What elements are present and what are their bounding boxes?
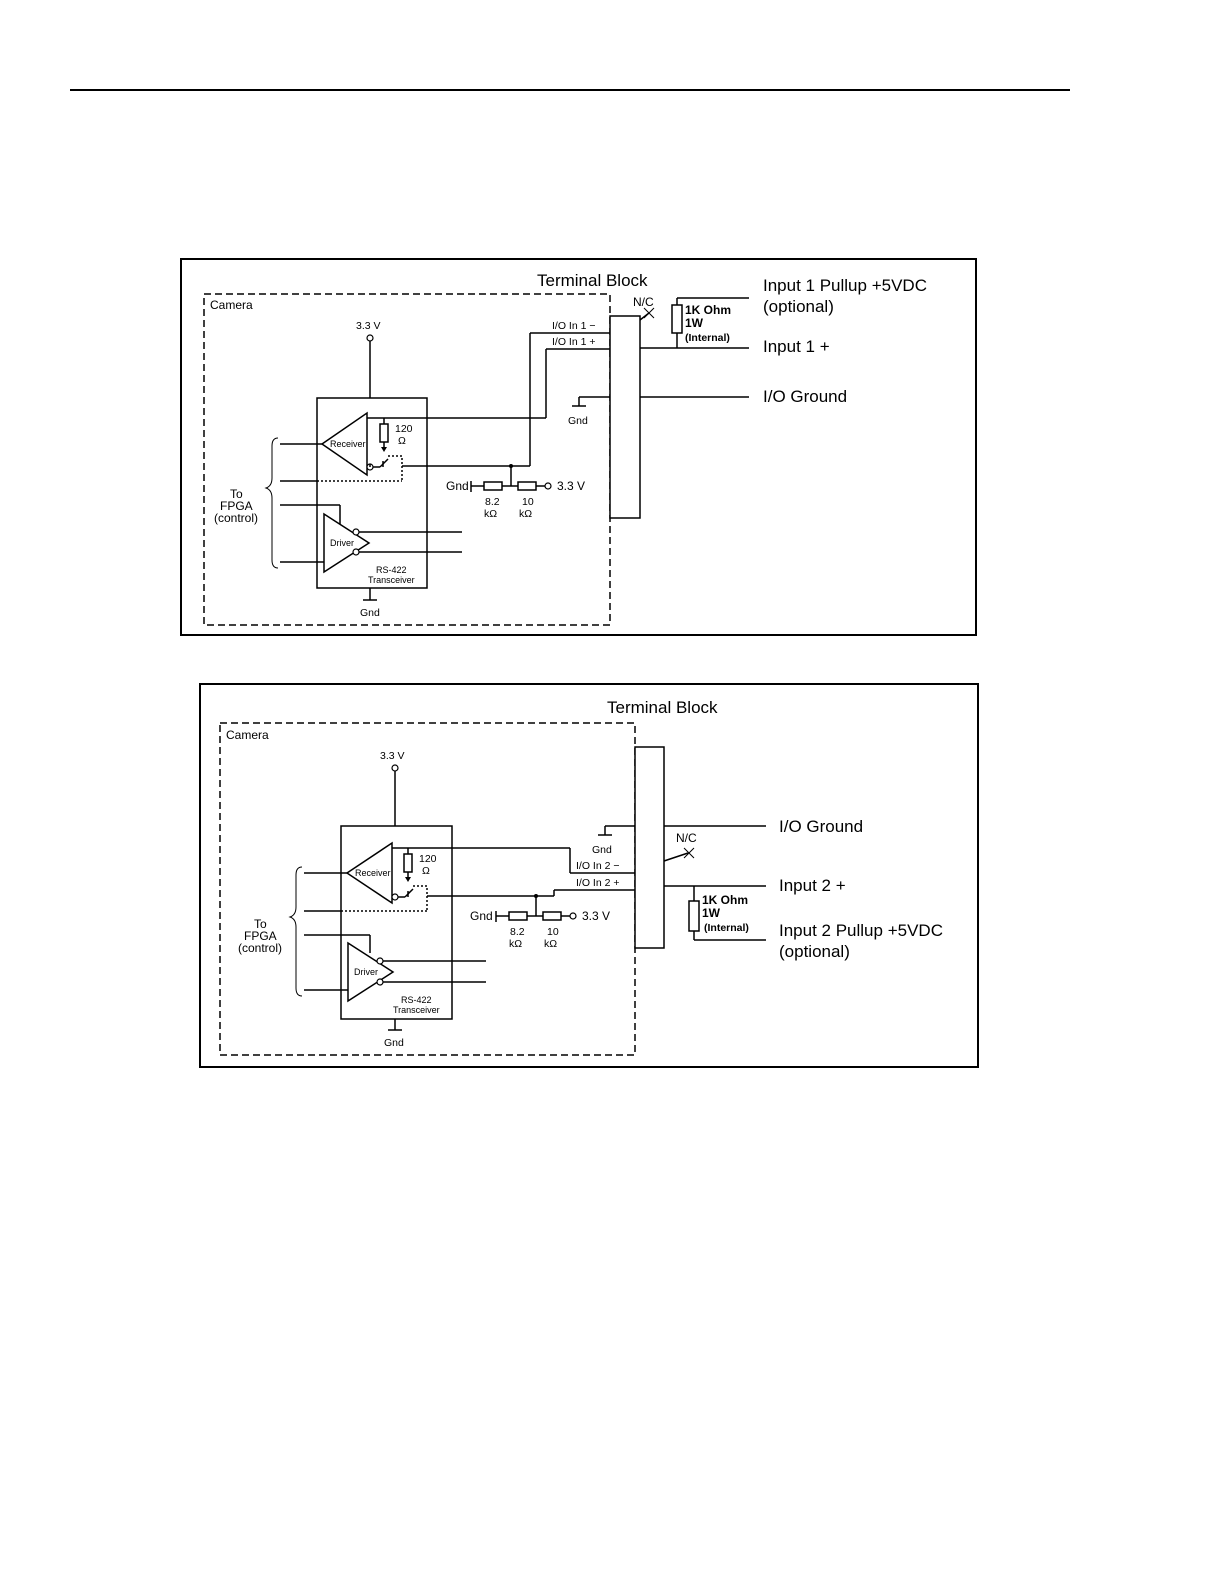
- to-label: To: [230, 487, 243, 501]
- gnd-bias-label: Gnd: [446, 479, 469, 493]
- input-plus-label: Input 1 +: [763, 337, 830, 356]
- transceiver-label-1: RS-422: [376, 565, 407, 575]
- arrow-down-icon: [381, 447, 387, 452]
- input-pullup-label: Input 1 Pullup +5VDC: [763, 276, 927, 295]
- r10-unit: kΩ: [544, 938, 557, 950]
- terminal-block-label: Terminal Block: [537, 271, 648, 290]
- gnd-bias-label: Gnd: [470, 909, 493, 923]
- optional-label: (optional): [763, 297, 834, 316]
- to-label: To: [254, 917, 267, 931]
- driver-amplifier: [347, 941, 395, 1003]
- io-plus-label: I/O In 1 +: [552, 336, 595, 348]
- nc-cross-icon: [683, 847, 695, 859]
- arrow-down-icon: [405, 877, 411, 882]
- io-plus-label: I/O In 2 +: [576, 877, 619, 889]
- gnd-bottom-label: Gnd: [384, 1037, 404, 1049]
- camera-boundary: [203, 293, 611, 626]
- control-label: (control): [238, 941, 282, 955]
- receiver-label: Receiver: [355, 868, 391, 878]
- io-minus-label: I/O In 2 −: [576, 860, 619, 872]
- resistor-10k: [542, 911, 562, 921]
- resistor-1k-label-2: 1W: [685, 316, 704, 330]
- driver-label: Driver: [354, 967, 378, 977]
- optional-label: (optional): [779, 942, 850, 961]
- io-minus-label: I/O In 1 −: [552, 320, 595, 332]
- resistor-1k: [671, 304, 683, 334]
- resistor-8k2: [483, 481, 503, 491]
- transceiver-label-1: RS-422: [401, 995, 432, 1005]
- driver-amplifier: [323, 512, 371, 574]
- resistor-120: [403, 853, 413, 873]
- vcc-bias-label: 3.3 V: [582, 909, 610, 923]
- terminal-block: [634, 746, 665, 949]
- r10-unit: kΩ: [519, 508, 532, 520]
- gnd-terminal-label: Gnd: [592, 844, 612, 856]
- outer-frame: [180, 258, 977, 636]
- fpga-label: FPGA: [220, 499, 253, 513]
- input-pullup-label: Input 2 Pullup +5VDC: [779, 921, 943, 940]
- transceiver-label-2: Transceiver: [368, 575, 415, 585]
- header-rule: [70, 89, 1070, 91]
- r82-unit: kΩ: [509, 938, 522, 950]
- resistor-120: [379, 423, 389, 443]
- r120-unit: Ω: [398, 435, 406, 447]
- receiver-amplifier: [320, 411, 368, 477]
- fpga-brace: [264, 437, 279, 569]
- vcc-label: 3.3 V: [356, 320, 381, 332]
- receiver-amplifier: [345, 841, 393, 905]
- gnd-bottom-label: Gnd: [360, 607, 380, 619]
- vcc-pin: [391, 764, 399, 772]
- resistor-10k: [517, 481, 537, 491]
- r82-value: 8.2: [485, 496, 500, 508]
- driver-label: Driver: [330, 538, 354, 548]
- r82-unit: kΩ: [484, 508, 497, 520]
- r120-value: 120: [419, 853, 437, 865]
- resistor-1k-label-1: 1K Ohm: [702, 893, 748, 907]
- nc-label: N/C: [676, 831, 697, 845]
- fpga-brace: [288, 866, 303, 997]
- input-plus-label: Input 2 +: [779, 876, 846, 895]
- resistor-8k2: [508, 911, 528, 921]
- gnd-terminal-label: Gnd: [568, 415, 588, 427]
- receiver-label: Receiver: [330, 439, 366, 449]
- resistor-1k-label-3: (Internal): [704, 922, 749, 934]
- resistor-1k-label-1: 1K Ohm: [685, 303, 731, 317]
- resistor-1k-label-3: (Internal): [685, 332, 730, 344]
- terminal-block-label: Terminal Block: [607, 698, 718, 717]
- camera-label: Camera: [210, 298, 253, 312]
- io-ground-label: I/O Ground: [763, 387, 847, 406]
- io-ground-label: I/O Ground: [779, 817, 863, 836]
- r120-value: 120: [395, 423, 413, 435]
- r10-value: 10: [547, 926, 559, 938]
- camera-label: Camera: [226, 728, 269, 742]
- control-label: (control): [214, 511, 258, 525]
- nc-label: N/C: [633, 295, 654, 309]
- resistor-1k-label-2: 1W: [702, 906, 721, 920]
- diagram-input-2: Camera Terminal Block I/O Ground Gnd N/C…: [199, 683, 979, 1068]
- r120-unit: Ω: [422, 865, 430, 877]
- fpga-label: FPGA: [244, 929, 277, 943]
- r82-value: 8.2: [510, 926, 525, 938]
- terminal-block: [609, 315, 641, 519]
- vcc-bias-label: 3.3 V: [557, 479, 585, 493]
- diagram-input-1: Camera Terminal Block N/C 1K Ohm 1W (Int…: [180, 258, 977, 636]
- vcc-label: 3.3 V: [380, 750, 405, 762]
- vcc-pin: [366, 334, 374, 342]
- r10-value: 10: [522, 496, 534, 508]
- resistor-1k: [688, 900, 700, 932]
- transceiver-label-2: Transceiver: [393, 1005, 440, 1015]
- outer-frame: [199, 683, 979, 1068]
